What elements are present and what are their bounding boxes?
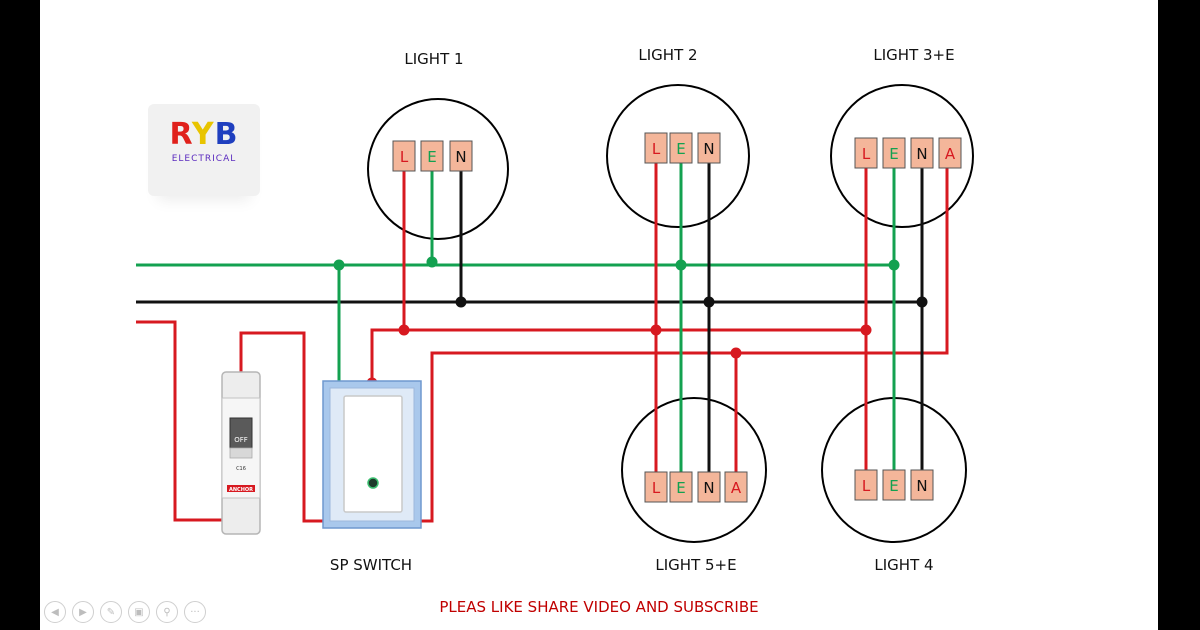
terminal-label: N [703, 140, 714, 158]
more-icon[interactable]: ··· [184, 601, 206, 623]
light-5-fixture [621, 397, 767, 543]
terminal-label: L [862, 477, 871, 495]
terminal-label: A [945, 145, 956, 163]
logo-letters: RYB [148, 118, 260, 152]
terminal-label: L [400, 148, 409, 166]
terminal-label: E [676, 140, 685, 158]
zoom-icon[interactable]: ⚲ [156, 601, 178, 623]
terminal-label: L [652, 140, 661, 158]
terminal-box [854, 137, 878, 169]
terminal-box [697, 132, 721, 164]
next-icon[interactable]: ▶ [72, 601, 94, 623]
terminal-label: L [862, 145, 871, 163]
terminal-label: E [427, 148, 436, 166]
terminal-box [882, 137, 906, 169]
switch-label: SP SWITCH [330, 556, 412, 574]
breaker-rating: C16 [236, 466, 246, 472]
subscribe-banner: PLEAS LIKE SHARE VIDEO AND SUBSCRIBE [439, 598, 759, 616]
breaker-off-label: OFF [234, 436, 248, 444]
prev-icon[interactable]: ◀ [44, 601, 66, 623]
breaker-brand: ANCHOR [229, 487, 253, 493]
terminal-box [644, 471, 668, 503]
terminal-label: A [731, 479, 742, 497]
terminal-box [910, 137, 934, 169]
terminal-box [392, 140, 416, 172]
switch-power-icon [367, 477, 379, 489]
terminal-label: L [652, 479, 661, 497]
logo-letter-r: R [169, 117, 192, 152]
ryb-electrical-logo: RYB ELECTRICAL [148, 104, 260, 196]
switched-live-wire [370, 328, 866, 383]
logo-subtitle: ELECTRICAL [171, 154, 237, 164]
terminal-box [644, 132, 668, 164]
supply-live-wire [136, 320, 241, 522]
slides-icon[interactable]: ▣ [128, 601, 150, 623]
terminal-box [669, 132, 693, 164]
logo-letter-b: B [214, 117, 239, 152]
light-1-label: LIGHT 1 [404, 50, 463, 68]
light-2-label: LIGHT 2 [638, 46, 697, 64]
terminal-label: N [916, 477, 927, 495]
light-4-label: LIGHT 4 [874, 556, 933, 574]
presentation-controls: ◀ ▶ ✎ ▣ ⚲ ··· [44, 601, 206, 623]
terminal-box [938, 137, 962, 169]
light-3-fixture [830, 84, 974, 228]
terminal-box [669, 471, 693, 503]
terminal-label: E [889, 477, 898, 495]
permanent-live-wire [372, 150, 949, 523]
logo-letter-y: Y [191, 117, 215, 152]
terminal-box [910, 469, 934, 501]
terminal-box [882, 469, 906, 501]
terminal-label: N [703, 479, 714, 497]
light-1-fixture [367, 98, 509, 240]
terminal-box [724, 471, 748, 503]
terminal-label: N [916, 145, 927, 163]
terminal-label: N [455, 148, 466, 166]
light-5-label: LIGHT 5+E [655, 556, 736, 574]
terminal-label: E [889, 145, 898, 163]
light-2-fixture [606, 84, 750, 228]
sp-switch [322, 380, 422, 529]
terminal-box [854, 469, 878, 501]
terminal-label: E [676, 479, 685, 497]
light-3-label: LIGHT 3+E [873, 46, 954, 64]
mcb-breaker: OFF C16 ANCHOR [221, 371, 261, 535]
pen-icon[interactable]: ✎ [100, 601, 122, 623]
terminal-box [697, 471, 721, 503]
terminal-box [420, 140, 444, 172]
terminal-box [449, 140, 473, 172]
